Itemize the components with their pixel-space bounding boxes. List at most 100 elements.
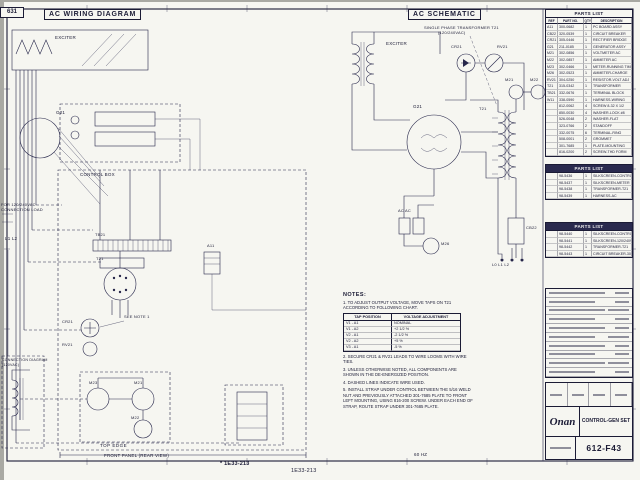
part-desc-cell: SILKSCREEN-METER <box>592 179 632 187</box>
ac-schematic-title: AC SCHEMATIC <box>408 9 481 20</box>
sheet-ref-2: 1E33-213 <box>291 468 317 474</box>
part-number-cell: 302-0857 <box>558 56 584 64</box>
parts-list-row: CB22 320-0539 1 CIRCUIT BREAKER <box>546 30 632 38</box>
parts-list-row: 98-5443 1 CIRCUIT BREAKER-30A <box>546 250 632 258</box>
part-desc-cell: TRANSFORMER-T21 <box>592 186 632 193</box>
connection-diagram-label-2: (120VAC) <box>2 363 20 367</box>
part-ref-cell <box>546 109 558 117</box>
part-qty-cell: 1 <box>584 30 592 38</box>
margin-load-line2: CONNECTION LOAD <box>1 207 43 212</box>
col-part: PART NO. <box>558 18 584 24</box>
parts-list-row: T21 315-0342 1 TRANSFORMER <box>546 83 632 90</box>
part-number-cell: 98-5437 <box>558 179 584 187</box>
part-desc-cell: TERMINAL BLOCK <box>592 89 632 97</box>
parts-list-row: RV21 304-0250 1 RESISTOR-VOLT ADJ <box>546 76 632 84</box>
part-ref-cell: CB22 <box>546 30 558 38</box>
note-item: 3. UNLESS OTHERWISE NOTED, ALL COMPONENT… <box>343 366 457 378</box>
tap-position-cell: V1 - A1 <box>344 320 392 327</box>
part-ref-cell: M21 <box>546 50 558 57</box>
parts-list-group3-header: PARTS LIST <box>546 223 632 231</box>
part-ref-cell: W11 <box>546 96 558 104</box>
part-number-cell: 508-0001 <box>558 136 584 143</box>
part-desc-cell: CIRCUIT BREAKER-30A <box>592 250 632 258</box>
part-ref-cell <box>546 103 558 110</box>
part-qty-cell: 1 <box>584 50 592 57</box>
title-block-field <box>546 437 576 459</box>
part-qty-cell: 6 <box>584 129 592 137</box>
col-ref: REF <box>546 18 558 24</box>
part-ref-cell: CR21 <box>546 37 558 44</box>
frequency-note: 60 HZ <box>414 452 428 457</box>
part-desc-cell: SCREW-THD FORM <box>592 149 632 156</box>
part-ref-cell <box>546 231 558 238</box>
parts-list-row: W11 338-0590 1 HARNESS-WIRING <box>546 96 632 104</box>
parts-list-row: 98-5442 1 TRANSFORMER-T21 <box>546 244 632 251</box>
revision-row <box>546 333 632 342</box>
part-number-cell: 302-0856 <box>558 50 584 57</box>
part-qty-cell: 1 <box>584 186 592 193</box>
voltage-adjustment-cell: -5 % <box>392 345 460 351</box>
part-ref-cell <box>546 244 558 251</box>
title-block-fields <box>546 383 632 407</box>
notes-section: NOTES: 1. TO ADJUST OUTPUT VOLTAGE, MOVE… <box>343 292 473 411</box>
part-qty-cell: 1 <box>584 70 592 77</box>
parts-list-row: 323-0766 2 STANDOFF <box>546 122 632 130</box>
part-desc-cell: WASHER-FLAT <box>592 116 632 123</box>
part-qty-cell: 1 <box>584 231 592 238</box>
cb22-label: CB22 <box>526 225 537 230</box>
tb21-label: TB21 <box>95 232 106 237</box>
drawing-title: CONTROL-GEN SET <box>581 418 631 425</box>
cr21-label-wiring: CR21 <box>62 319 74 324</box>
tap-position-cell: V3 - A1 <box>344 344 392 351</box>
part-number-cell: 332-0075 <box>558 129 584 137</box>
exciter-label-schematic: EXCITER <box>386 41 407 46</box>
part-desc-cell: RECTIFIER BRIDGE <box>592 37 632 44</box>
part-desc-cell: AMMETER AC <box>592 56 632 64</box>
part-number-cell: 98-5442 <box>558 244 584 251</box>
part-desc-cell: PC BOARD ASSY <box>592 24 632 31</box>
part-qty-cell: 1 <box>584 89 592 97</box>
parts-list-row: 301-7685 1 PLATE-MOUNTING <box>546 142 632 150</box>
part-number-cell: 812-0062 <box>558 103 584 110</box>
parts-list-row: 332-0075 6 TERMINAL-RING <box>546 129 632 137</box>
tap-chart-rows: V1 - A1 NOMINAL V1 - A2 +2 1/2 % V2 - A1… <box>344 320 460 351</box>
part-desc-cell: SILKSCREEN-120/240V <box>592 237 632 245</box>
a11-label: A11 <box>207 243 215 248</box>
part-ref-cell <box>546 142 558 150</box>
part-number-cell: 526-0048 <box>558 116 584 123</box>
part-number-cell: 304-0250 <box>558 76 584 84</box>
drawing-number: 612-F43 <box>586 443 622 453</box>
part-ref-cell <box>546 179 558 187</box>
title-block-number-row: 612-F43 <box>546 437 632 459</box>
revision-row <box>546 298 632 307</box>
tap-chart-row: V2 - A2 +5 % <box>344 338 460 345</box>
parts-list-row: 526-0048 2 WASHER-FLAT <box>546 116 632 123</box>
note-item-1: 1. TO ADJUST OUTPUT VOLTAGE, MOVE TAPS O… <box>343 300 452 311</box>
t21-label-wiring: T21 <box>96 256 104 261</box>
sheet-ref-1: * 1E33-213 <box>220 461 250 467</box>
m21-label-wiring: M21 <box>134 380 143 385</box>
title-block: Onan CONTROL-GEN SET 612-F43 <box>545 382 633 460</box>
part-qty-cell: 2 <box>584 116 592 123</box>
wiring-diagram-title: AC WIRING DIAGRAM <box>44 9 142 20</box>
part-number-cell: 816-0200 <box>558 149 584 156</box>
part-desc-cell: SCREW 8-32 X 1/2 <box>592 103 632 110</box>
part-qty-cell: 1 <box>584 37 592 44</box>
part-number-cell: 850-0030 <box>558 109 584 117</box>
tap-chart: TAP POSITION VOLTAGE ADJUSTMENT V1 - A1 … <box>343 312 461 352</box>
part-ref-cell: G21 <box>546 43 558 51</box>
part-qty-cell: 2 <box>584 136 592 143</box>
schematic-subtitle-1: SINGLE PHASE TRANSFORMER T21 <box>424 25 499 30</box>
part-ref-cell <box>546 186 558 193</box>
parts-list-row: A11 300-0682 1 PC BOARD ASSY <box>546 24 632 31</box>
terminals-label: L0 L1 L2 <box>492 262 510 267</box>
tap-position-cell: V2 - A2 <box>344 338 392 345</box>
m21-label-schematic: M21 <box>505 77 514 82</box>
part-number-cell: 98-5436 <box>558 173 584 180</box>
exciter-label-wiring: EXCITER <box>55 35 76 40</box>
voltage-adjustment-cell: +5 % <box>392 339 460 345</box>
parts-list-group2-rows: 98-5436 1 SILKSCREEN-CONTROL 98-5437 1 S… <box>546 173 632 200</box>
parts-list-row: 98-5437 1 SILKSCREEN-METER <box>546 179 632 187</box>
part-qty-cell: 1 <box>584 83 592 90</box>
title-block-field <box>611 383 632 406</box>
